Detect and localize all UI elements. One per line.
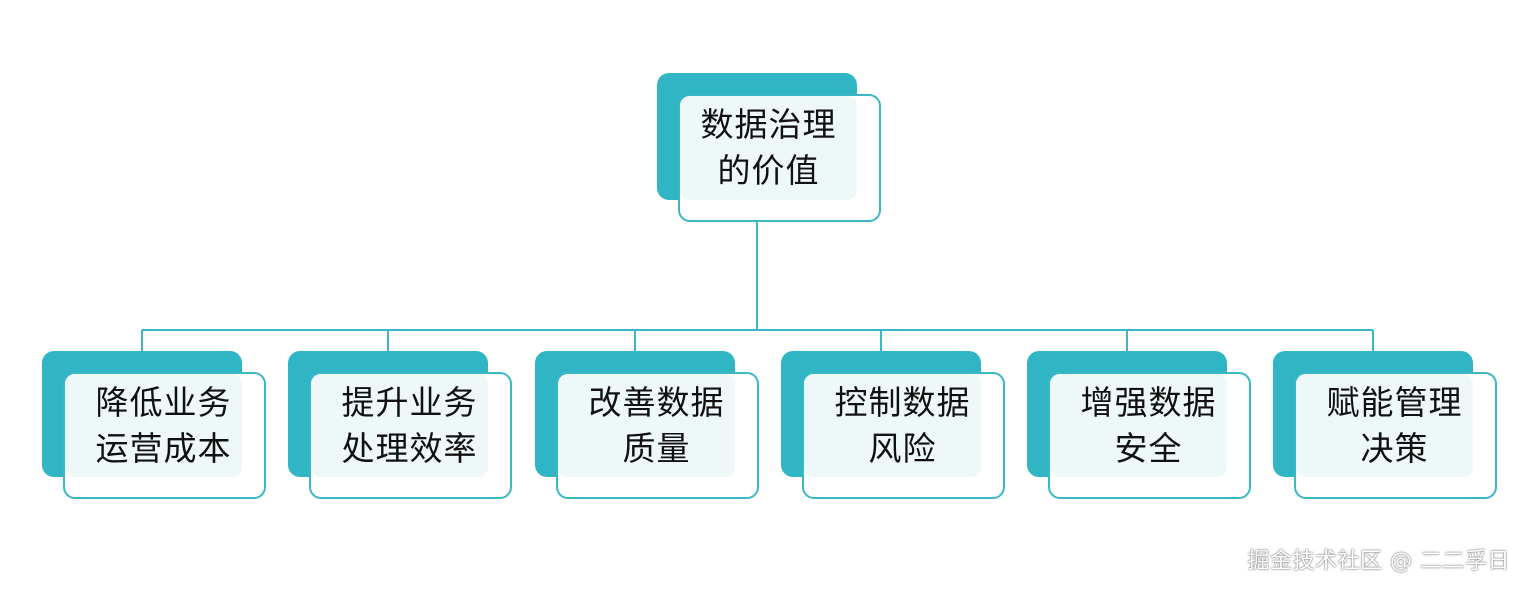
child-node-5-line-1: 增强数据 — [1080, 383, 1217, 422]
child-node-1-label: 降低业务 运营成本 — [65, 367, 262, 485]
child-node-5-label: 增强数据 安全 — [1050, 367, 1247, 485]
child-node-3-label: 改善数据 质量 — [558, 367, 755, 485]
child-node-2-label: 提升业务 处理效率 — [311, 367, 508, 485]
child-node-1-line-2: 运营成本 — [95, 429, 232, 468]
child-node-3-line-1: 改善数据 — [588, 383, 725, 422]
child-node-4-line-2: 风险 — [868, 429, 937, 468]
child-node-4: 控制数据 风险 — [781, 351, 1005, 499]
root-node: 数据治理 的价值 — [657, 73, 881, 222]
child-node-6-label: 赋能管理 决策 — [1296, 367, 1493, 485]
child-node-1: 降低业务 运营成本 — [42, 351, 266, 499]
child-node-4-line-1: 控制数据 — [834, 383, 971, 422]
child-node-2: 提升业务 处理效率 — [288, 351, 512, 499]
child-node-2-line-1: 提升业务 — [341, 383, 478, 422]
child-node-4-label: 控制数据 风险 — [804, 367, 1001, 485]
root-node-line-2: 的价值 — [717, 151, 820, 190]
root-node-label: 数据治理 的价值 — [680, 96, 857, 200]
child-node-6: 赋能管理 决策 — [1273, 351, 1497, 499]
child-node-6-line-1: 赋能管理 — [1326, 383, 1463, 422]
child-node-5: 增强数据 安全 — [1027, 351, 1251, 499]
child-node-5-line-2: 安全 — [1114, 429, 1183, 468]
child-node-2-line-2: 处理效率 — [341, 429, 478, 468]
child-node-1-line-1: 降低业务 — [95, 383, 232, 422]
watermark: 掘金技术社区 @ 二二孚日 — [1247, 549, 1510, 574]
child-node-6-line-2: 决策 — [1360, 429, 1429, 468]
child-node-3-line-2: 质量 — [622, 429, 691, 468]
child-node-3: 改善数据 质量 — [535, 351, 759, 499]
root-node-line-1: 数据治理 — [700, 105, 837, 144]
